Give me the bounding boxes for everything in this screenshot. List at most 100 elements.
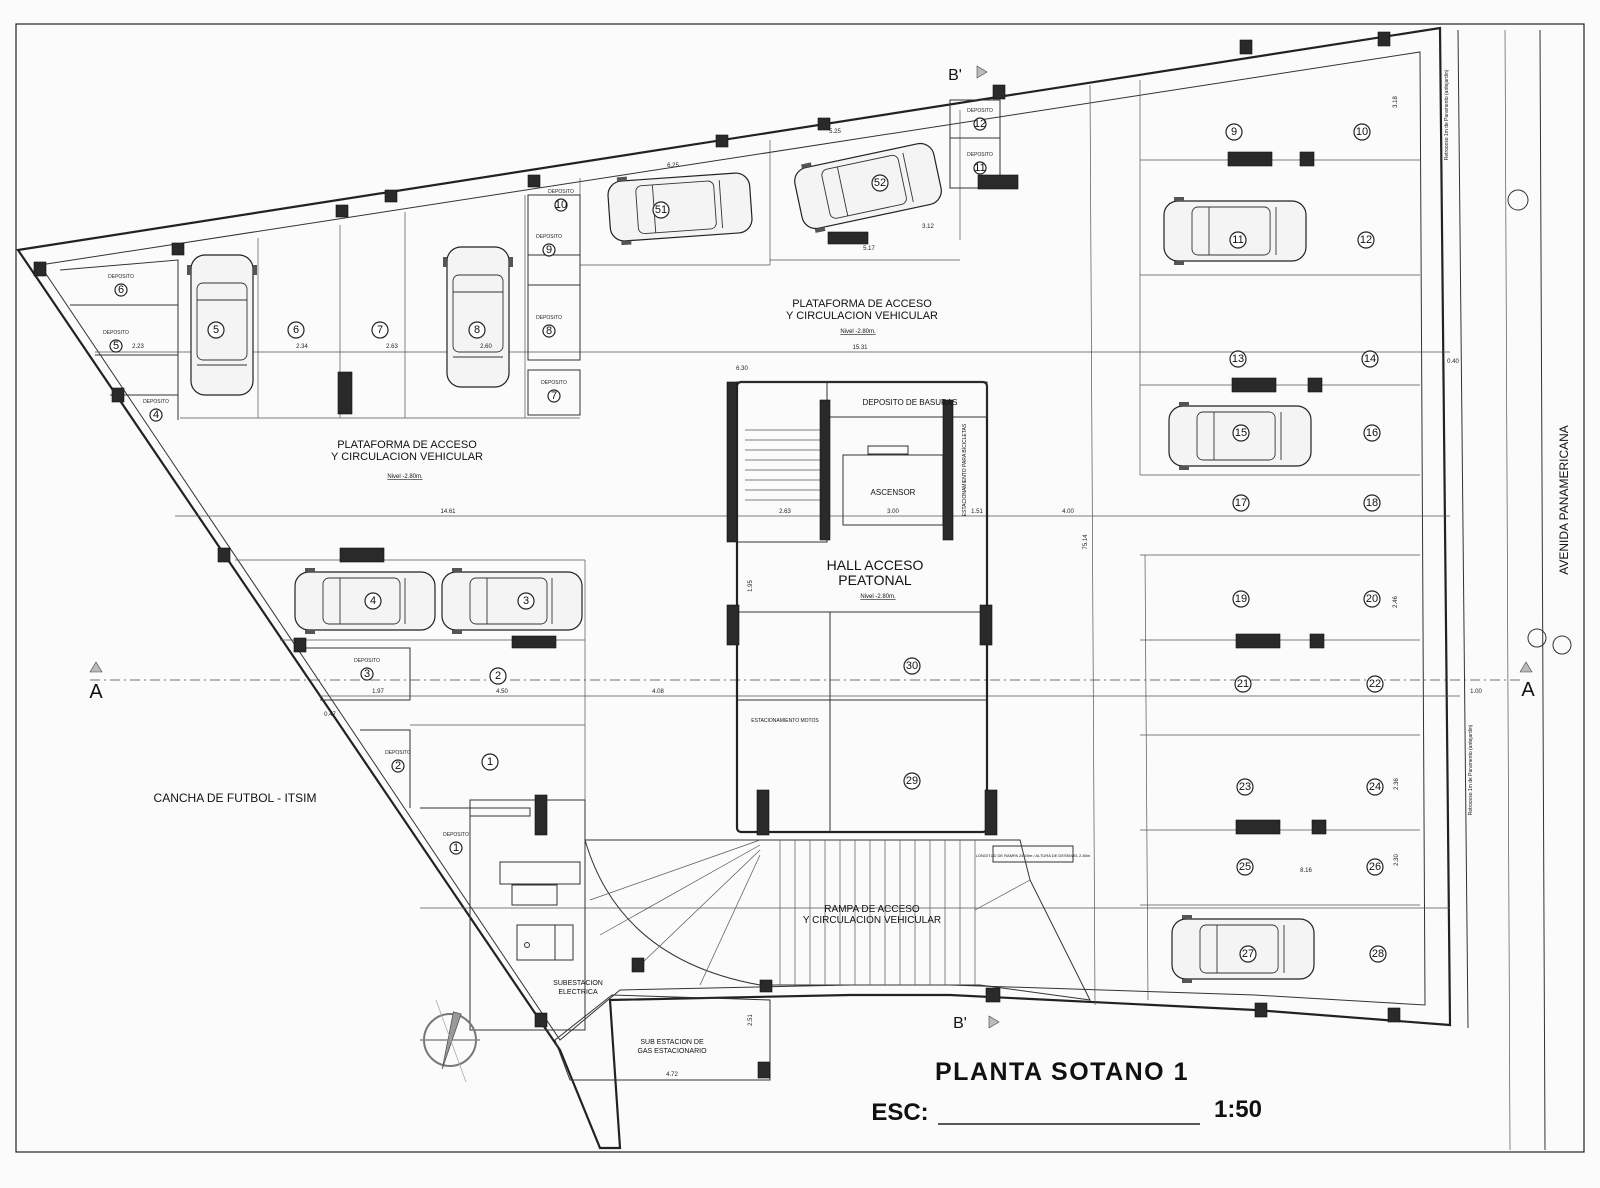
parking-space-number: 23 <box>1236 778 1254 796</box>
svg-text:25: 25 <box>1239 861 1251 873</box>
svg-text:51: 51 <box>655 204 667 216</box>
soccer-field-label: CANCHA DE FUTBOL - ITSIM <box>154 791 317 805</box>
svg-text:12: 12 <box>1360 234 1372 246</box>
setback-label-bottom: Retroceso 1m de Paramento (antejardin) <box>1468 724 1474 815</box>
parking-space-number: 13 <box>1229 350 1247 368</box>
dimension-label: 1.95 <box>748 580 754 592</box>
svg-text:DEPOSITO: DEPOSITO <box>143 399 169 405</box>
svg-text:1: 1 <box>453 842 459 854</box>
parking-space-number: 8 <box>468 321 486 339</box>
svg-text:9: 9 <box>546 244 552 256</box>
svg-text:16: 16 <box>1366 427 1378 439</box>
parking-space-number: 1 <box>481 753 499 771</box>
svg-text:19: 19 <box>1235 593 1247 605</box>
svg-text:18: 18 <box>1366 497 1378 509</box>
storage-room: DEPOSITO 4 <box>143 399 169 422</box>
dimension-label: 4.50 <box>496 689 508 695</box>
car <box>443 246 513 388</box>
svg-text:52: 52 <box>874 177 886 189</box>
bike-parking-label: ESTACIONAMIENTO PARA BICICLETAS <box>962 423 968 516</box>
tree-circle-1 <box>1507 189 1529 211</box>
parking-space-number: 30 <box>903 657 921 675</box>
svg-text:22: 22 <box>1369 678 1381 690</box>
svg-text:10: 10 <box>1356 126 1368 138</box>
dimension-label: 6.30 <box>736 366 748 372</box>
dimension-label: 5.25 <box>829 129 841 135</box>
hall-level: Nivel -2.80m. <box>860 594 896 600</box>
svg-text:4: 4 <box>370 595 376 607</box>
ramp-line1: RAMPA DE ACCESO <box>824 904 920 915</box>
svg-text:21: 21 <box>1237 678 1249 690</box>
dimension-label: 75.14 <box>1083 534 1089 550</box>
svg-text:14: 14 <box>1364 353 1376 365</box>
svg-text:7: 7 <box>551 390 557 402</box>
street-label: AVENIDA PANAMERICANA <box>1557 425 1571 575</box>
dimension-label: 2.51 <box>748 1014 754 1026</box>
svg-text:28: 28 <box>1372 948 1384 960</box>
svg-text:A: A <box>89 681 103 703</box>
svg-text:9: 9 <box>1231 126 1237 138</box>
drawing-title: PLANTA SOTANO 1 <box>935 1058 1189 1086</box>
svg-text:3: 3 <box>364 668 370 680</box>
parking-space-number: 10 <box>1353 123 1371 141</box>
storage-label-layer: DEPOSITO1DEPOSITO2DEPOSITO3DEPOSITO4DEPO… <box>103 108 993 855</box>
parking-space-number: 27 <box>1239 945 1257 963</box>
dimension-label: 2.36 <box>1394 778 1400 790</box>
platform-north-level: Nivel -2.80m. <box>840 329 876 335</box>
dimension-label: 6.25 <box>667 163 679 169</box>
section-marker-b-bottom: B' <box>953 1015 1000 1032</box>
dimension-label: 2.34 <box>296 344 308 350</box>
parking-space-number: 51 <box>652 201 670 219</box>
ramp-note: LONGITUD DE RAMPA 24.00m / ALTURA DE DES… <box>976 853 1091 858</box>
street-line-2 <box>1504 29 1511 1151</box>
dimension-label: 2.63 <box>386 344 398 350</box>
hall-line1: HALL ACCESO <box>827 557 924 573</box>
parking-space-number: 9 <box>1225 123 1243 141</box>
dimension-label: 1.00 <box>1470 689 1482 695</box>
dimension-label: 2.63 <box>779 509 791 515</box>
parking-space-number: 22 <box>1366 675 1384 693</box>
moto-parking-label: ESTACIONAMIENTO MOTOS <box>751 718 819 724</box>
platform-west-line2: Y CIRCULACION VEHICULAR <box>331 451 483 463</box>
svg-text:DEPOSITO: DEPOSITO <box>354 658 380 664</box>
platform-west-line1: PLATAFORMA DE ACCESO <box>337 439 477 451</box>
svg-text:DEPOSITO: DEPOSITO <box>967 152 993 158</box>
car <box>794 142 942 233</box>
storage-room: DEPOSITO 3 <box>354 658 380 681</box>
dimension-label: 15.31 <box>852 345 868 351</box>
storage-room: DEPOSITO 11 <box>967 152 993 175</box>
parking-space-number: 21 <box>1234 675 1252 693</box>
svg-text:24: 24 <box>1369 781 1381 793</box>
scale-prefix: ESC: <box>871 1099 928 1126</box>
svg-text:DEPOSITO: DEPOSITO <box>385 750 411 756</box>
svg-text:8: 8 <box>546 325 552 337</box>
storage-walls <box>59 99 1001 895</box>
parking-space-number: 20 <box>1363 590 1381 608</box>
dimension-label: 4.72 <box>666 1072 678 1078</box>
north-arrow-icon <box>420 999 480 1083</box>
svg-text:17: 17 <box>1235 497 1247 509</box>
parking-space-number: 12 <box>1357 231 1375 249</box>
platform-west-level: Nivel -2.80m. <box>387 474 423 480</box>
substation-room <box>469 794 586 1031</box>
section-marker-b-top: B' <box>948 65 988 84</box>
dimension-label: 0.47 <box>324 712 336 718</box>
svg-text:29: 29 <box>906 775 918 787</box>
parking-space-number: 15 <box>1232 424 1250 442</box>
svg-text:4: 4 <box>153 409 159 421</box>
gas-line1: SUB ESTACION DE <box>640 1039 704 1046</box>
dimension-label: 2.23 <box>132 344 144 350</box>
svg-text:11: 11 <box>974 162 985 174</box>
hall-line2: PEATONAL <box>838 572 912 588</box>
parking-space-number: 7 <box>371 321 389 339</box>
svg-text:6: 6 <box>293 324 299 336</box>
svg-text:13: 13 <box>1232 353 1244 365</box>
